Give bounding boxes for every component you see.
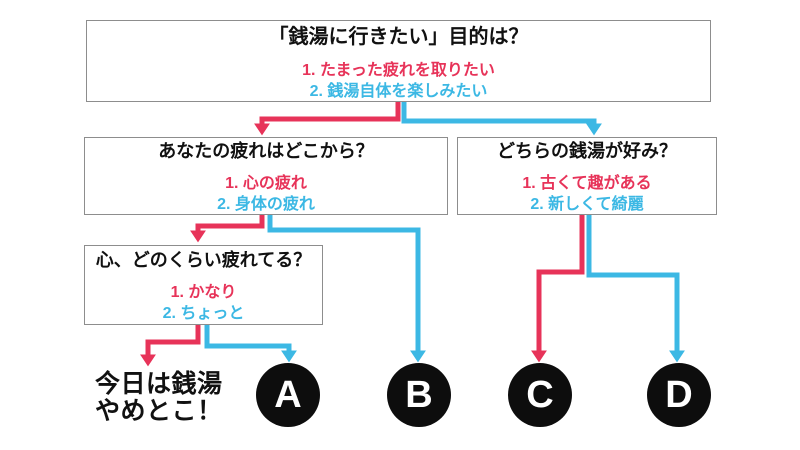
node-tired-question: あなたの疲れはどこから？ xyxy=(158,141,374,161)
node-tired: あなたの疲れはどこから？ 1. 心の疲れ 2. 身体の疲れ xyxy=(84,137,448,215)
connector-tired-to-mind xyxy=(190,215,265,243)
result-circle-a: A xyxy=(256,363,320,427)
node-purpose-option-2: 2. 銭湯自体を楽しみたい xyxy=(309,83,488,100)
result-circle-d-letter: D xyxy=(665,373,693,416)
node-mind: 心、どのくらい疲れてる？ 1. かなり 2. ちょっと xyxy=(84,245,323,325)
node-pref-question: どちらの銭湯が好み？ xyxy=(497,141,677,161)
node-tired-option-1: 1. 心の疲れ xyxy=(225,175,307,192)
node-pref-option-2: 2. 新しくて綺麗 xyxy=(530,196,644,213)
connector-purpose-to-tired xyxy=(254,102,401,136)
node-mind-option-1: 1. かなり xyxy=(170,284,237,301)
result-circle-b: B xyxy=(387,363,451,427)
node-purpose-option-1: 1. たまった疲れを取りたい xyxy=(302,62,495,79)
node-purpose: 「銭湯に行きたい」目的は？ 1. たまった疲れを取りたい 2. 銭湯自体を楽しみ… xyxy=(86,20,711,102)
node-pref: どちらの銭湯が好み？ 1. 古くて趣がある 2. 新しくて綺麗 xyxy=(457,137,717,215)
result-circle-d: D xyxy=(647,363,711,427)
result-no-sento-label: 今日は銭湯 やめとこ！ xyxy=(95,370,223,425)
result-circle-b-letter: B xyxy=(405,373,433,416)
result-circle-a-letter: A xyxy=(274,373,302,416)
connector-pref-to-d xyxy=(586,215,685,363)
node-mind-question: 心、どのくらい疲れてる？ xyxy=(95,250,312,270)
node-purpose-question: 「銭湯に行きたい」目的は？ xyxy=(268,26,529,48)
connector-mind-to-no-sento xyxy=(140,325,201,367)
node-tired-option-2: 2. 身体の疲れ xyxy=(217,196,315,213)
result-circle-c-letter: C xyxy=(526,373,554,416)
connector-purpose-to-pref xyxy=(401,102,602,136)
result-circle-c: C xyxy=(508,363,572,427)
node-pref-option-1: 1. 古くて趣がある xyxy=(522,175,652,192)
connector-mind-to-a xyxy=(204,325,297,363)
node-mind-option-2: 2. ちょっと xyxy=(162,305,245,322)
connector-pref-to-c xyxy=(531,215,585,363)
